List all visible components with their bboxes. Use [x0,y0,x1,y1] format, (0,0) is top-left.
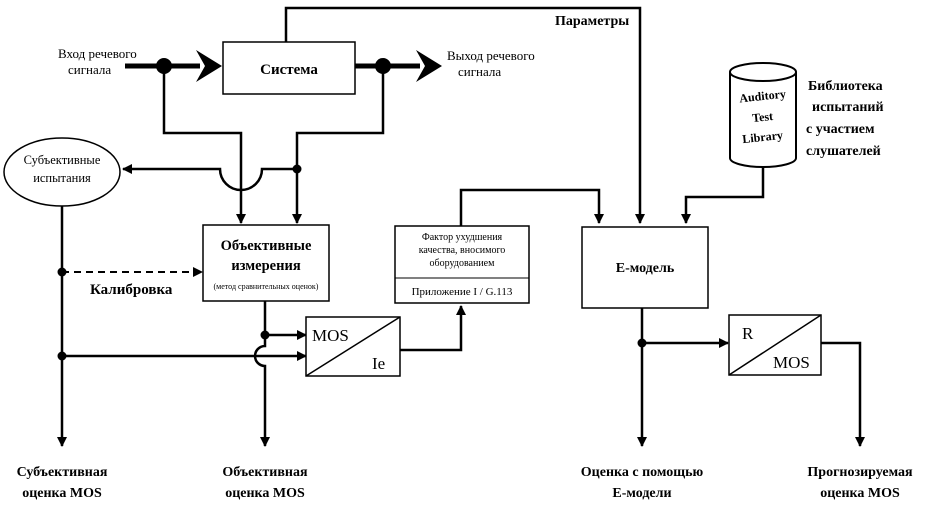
subjective-tests-line2: испытания [33,171,91,185]
emodel-estimate-line1: Оценка с помощью [581,465,704,480]
objective-box-line2: измерения [231,258,300,274]
to-subjective-tests-line [122,164,297,192]
emodel-label: E-модель [616,261,675,276]
parameters-line [284,6,645,224]
r-mos-top: R [742,324,754,343]
factor-to-emodel-line [459,188,604,226]
factor-line1: Фактор ухудшения [422,232,503,243]
r-mos-bottom: MOS [773,353,810,372]
system-box [222,41,356,95]
parameters-label: Параметры [555,14,629,29]
factor-line3: оборудованием [430,258,496,269]
objective-measurement-box [202,224,330,302]
input-label-line2: сигнала [68,62,111,77]
library-to-emodel-line [681,167,765,224]
emodel-box [581,226,709,309]
calibration-label: Калибровка [90,282,173,298]
factor-appendix: Приложение I / G.113 [412,286,513,298]
input-signal-label: Вход речевого сигнала [58,46,137,77]
cylinder-text-line3: Library [742,128,784,146]
library-label-line3: с участием [806,122,875,137]
library-label-line4: слушателей [806,144,881,159]
system-label: Система [260,62,318,78]
r-mos-diagonal [728,314,822,376]
cylinder-text-line1: Auditory [739,87,787,106]
r-mos-to-predicted-line [821,341,865,447]
subjective-mos-line2: оценка MOS [22,486,102,501]
objective-mos-line [253,335,270,447]
output-label-line1: Выход речевого [447,48,535,63]
output-signal-label: Выход речевого сигнала [447,48,535,79]
output-label-line2: сигнала [458,64,501,79]
subjective-tests-line1: Субъективные [24,153,101,167]
output-to-objective-line [292,66,385,224]
library-label-line1: Библиотека [808,79,883,94]
mos-ie-diagonal [305,316,401,377]
input-to-objective-line [162,66,246,224]
objective-mos-line2: оценка MOS [225,486,305,501]
input-label-line1: Вход речевого [58,46,137,61]
cylinder-text-line2: Test [751,109,773,125]
input-arrow [125,50,222,82]
factor-line2: качества, вносимого [419,245,506,256]
mos-ie-bottom: Ie [372,354,385,373]
output-arrow [355,50,442,82]
mos-ie-top: MOS [312,326,349,345]
objective-box-line1: Объективные [221,238,312,254]
emodel-estimate-line2: E-модели [612,486,671,501]
library-label: Библиотека испытаний с участием слушател… [806,79,884,159]
predicted-mos-line1: Прогнозируемая [807,465,913,480]
predicted-mos-line2: оценка MOS [820,486,900,501]
objective-to-mos-ie-line [263,301,307,340]
objective-mos-line1: Объективная [222,465,308,480]
library-label-line2: испытаний [812,100,884,115]
subjective-mos-line1: Субъективная [17,465,108,480]
auditory-test-library-cylinder: Auditory Test Library [729,62,797,168]
mos-ie-to-factor-line [400,305,466,352]
objective-box-note: (метод сравнительных оценок) [214,282,319,291]
